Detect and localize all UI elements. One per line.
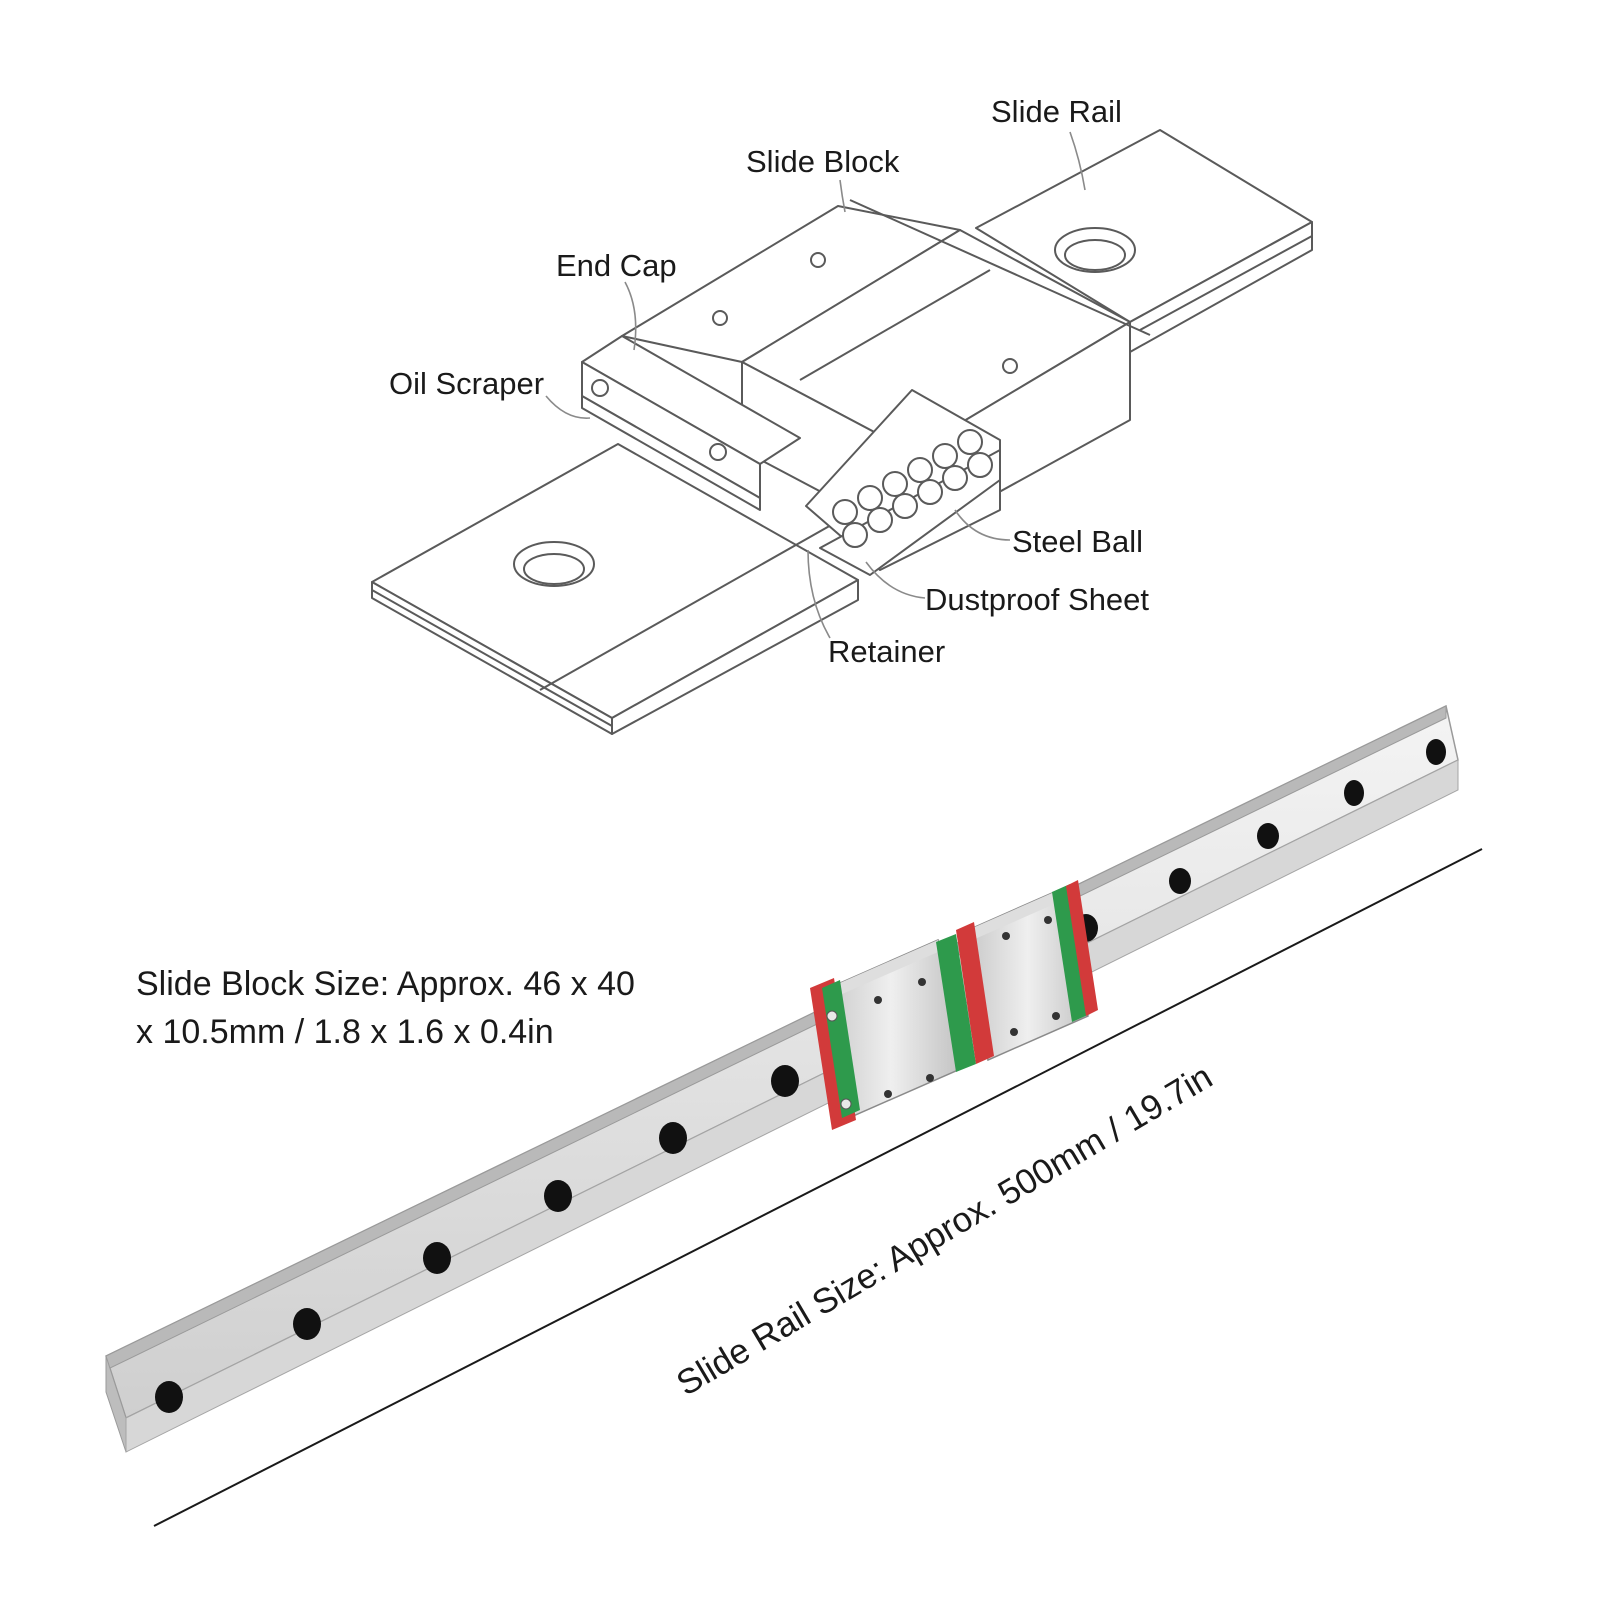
steel-balls <box>832 429 993 548</box>
leader-retainer <box>807 549 831 639</box>
slide-block-size-text: Slide Block Size: Approx. 46 x 40 x 10.5… <box>136 965 635 1051</box>
label-end-cap: End Cap <box>556 248 677 283</box>
slide-block-left <box>810 934 976 1130</box>
leader-steel-ball <box>954 509 1011 541</box>
leader-slide-rail <box>1069 131 1086 191</box>
leader-end-cap <box>624 281 637 351</box>
label-slide-rail: Slide Rail <box>991 94 1122 129</box>
oil-scraper <box>581 395 761 511</box>
end-seal-red-far <box>1066 880 1098 1016</box>
leader-slide-block <box>839 179 846 213</box>
label-oil-scraper: Oil Scraper <box>389 366 545 401</box>
rail-bottom-edge <box>125 759 1459 1453</box>
rail-length-dimension-line <box>153 848 1483 1527</box>
label-steel-ball: Steel Ball <box>1012 524 1143 559</box>
leader-dustproof-sheet <box>865 561 926 599</box>
slide-block-line-drawing <box>371 129 1313 735</box>
leader-oil-scraper <box>545 395 591 419</box>
end-seal-red-right <box>956 922 994 1064</box>
slide-block-right <box>956 880 1098 1064</box>
rail-side-face-near <box>611 579 859 735</box>
end-seal-green-right <box>1052 884 1090 1022</box>
label-dustproof-sheet: Dustproof Sheet <box>925 582 1150 617</box>
label-slide-block: Slide Block <box>746 144 900 179</box>
label-retainer: Retainer <box>828 634 946 669</box>
